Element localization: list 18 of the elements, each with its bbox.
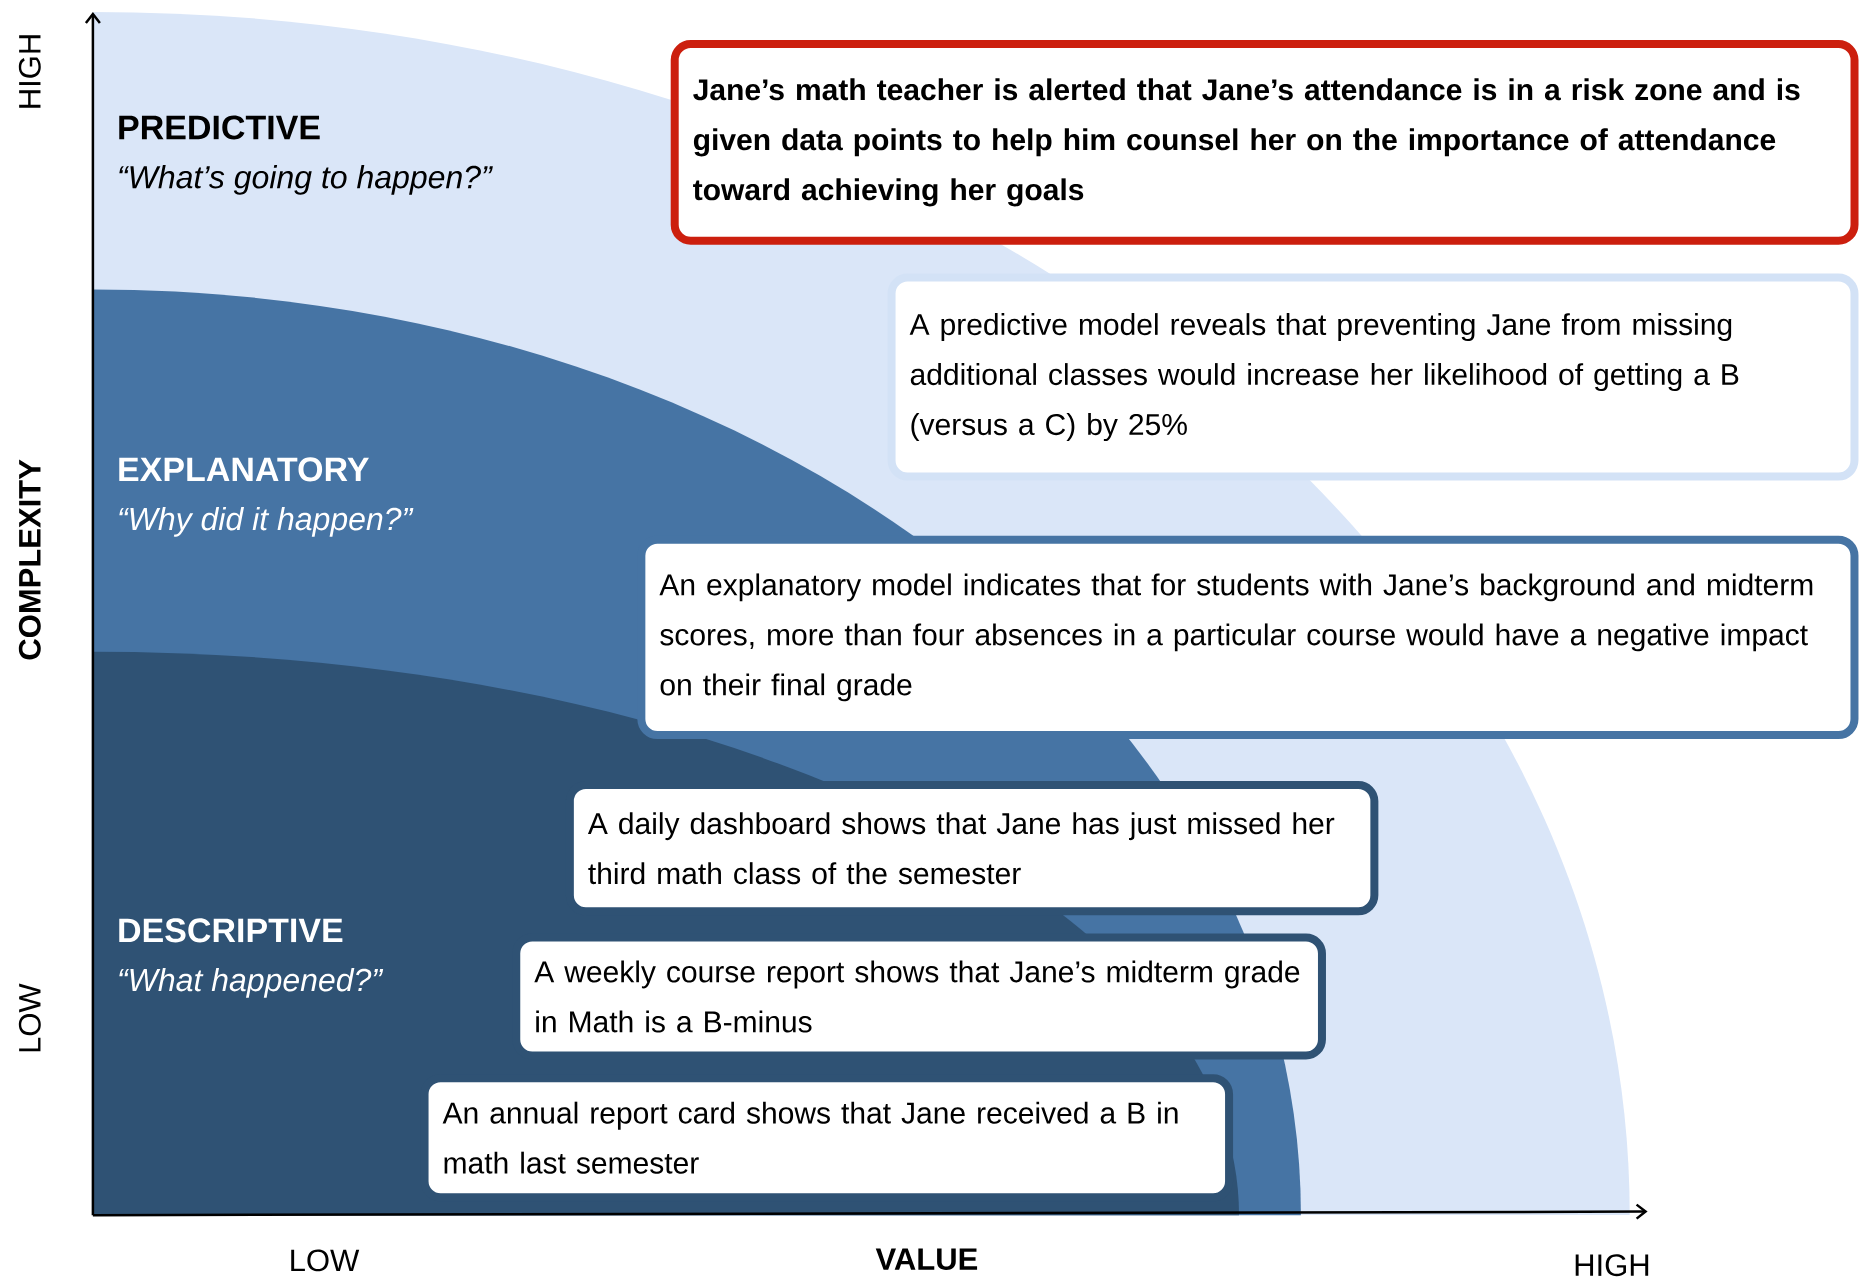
- axis-tick-label: HIGH: [18, 35, 41, 108]
- axis-title: VALUE: [875, 1248, 978, 1270]
- text-box: A weekly course report shows that Jane’s midterm grade in Math is a B-minus: [512, 933, 1326, 1060]
- text-box: A predictive model reveals that preventing Jane from missing additional classes would increase her likelihood of getting a B (versus a C) by 25%: [887, 273, 1859, 481]
- band-question: “Why did it happen?”: [119, 506, 414, 537]
- band-question: “What happened?”: [119, 967, 384, 998]
- axis-tick-label: LOW: [18, 983, 41, 1052]
- axis-tick-label: HIGH: [1575, 1254, 1649, 1277]
- text-box: An annual report card shows that Jane received a B in math last semester: [420, 1074, 1234, 1202]
- text-box: Jane’s math teacher is alerted that Jane’s attendance is in a risk zone and is given data points to help him counsel her on the importance of attendance toward achieving her goals: [670, 40, 1859, 245]
- band-heading: DESCRIPTIVE: [119, 918, 343, 943]
- axis-tick-label: LOW: [291, 1249, 360, 1272]
- text-box: A daily dashboard shows that Jane has just missed her third math class of the semester: [565, 781, 1379, 916]
- band-heading: EXPLANATORY: [119, 457, 369, 482]
- text-box: An explanatory model indicates that for students with Jane’s background and midterm scores, more than four absences in a particular course would have a negative impact on their final grade: [637, 535, 1859, 740]
- axis-title: COMPLEXITY: [18, 459, 41, 660]
- band-heading: PREDICTIVE: [119, 115, 320, 140]
- band-question: “What’s going to happen?”: [119, 165, 493, 195]
